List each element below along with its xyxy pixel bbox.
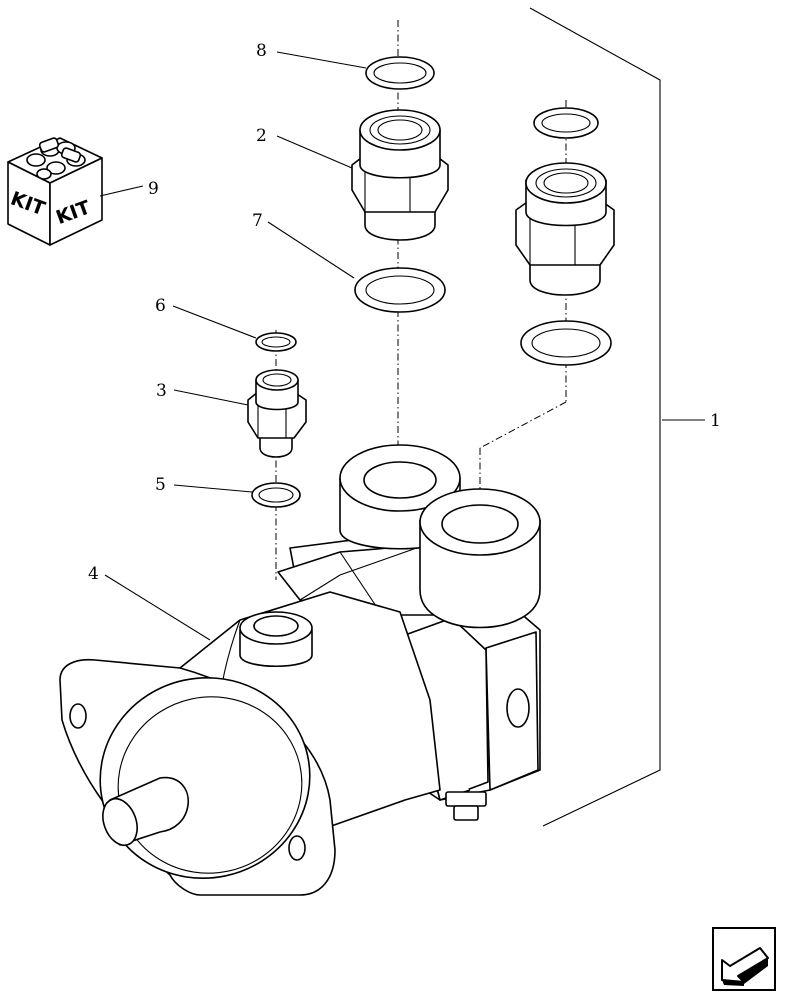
callout-7: 7 xyxy=(252,211,263,231)
callout-6: 6 xyxy=(155,296,166,316)
callout-5: 5 xyxy=(155,475,166,495)
callout-2: 2 xyxy=(256,126,267,146)
assembly-bracket xyxy=(529,7,705,827)
washer-5 xyxy=(251,482,301,508)
callout-9: 9 xyxy=(148,179,159,199)
fitting-right xyxy=(515,162,615,296)
motor-port-bosses xyxy=(339,444,541,629)
callout-labels: 1 2 3 4 5 6 7 8 9 xyxy=(88,41,721,584)
washer-right-upper xyxy=(533,107,599,139)
callout-4: 4 xyxy=(88,564,99,584)
fitting-3 xyxy=(247,369,307,458)
kit-fittings xyxy=(26,137,86,180)
washer-right-lower xyxy=(520,320,612,366)
washer-6 xyxy=(255,332,297,352)
kit-box-icon: KIT KIT xyxy=(7,137,103,246)
fitting-2 xyxy=(351,109,449,241)
leader-lines xyxy=(99,51,367,641)
callout-1: 1 xyxy=(710,411,721,431)
previous-page-arrow-icon[interactable] xyxy=(712,927,776,991)
washer-8 xyxy=(365,56,435,90)
washer-7 xyxy=(354,267,446,313)
callout-8: 8 xyxy=(256,41,267,61)
callout-3: 3 xyxy=(156,381,167,401)
